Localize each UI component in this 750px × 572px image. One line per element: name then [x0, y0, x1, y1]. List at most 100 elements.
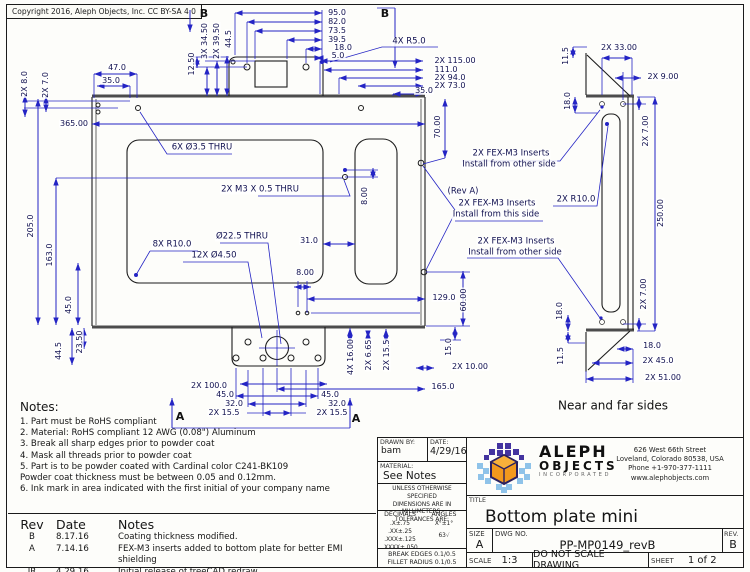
dim-label: 12.50: [186, 51, 197, 77]
dim-label: 23.50: [74, 329, 85, 355]
note-line: 4. Mask all threads prior to powder coat: [20, 450, 192, 461]
angles-value: X°±1°: [434, 520, 454, 527]
dim-label: 31.0: [299, 235, 319, 246]
dim-label: 2X 94.0: [433, 72, 467, 83]
material-cell: MATERIAL: See Notes: [377, 461, 466, 483]
break-edges-cell: BREAK EDGES 0.1/0.5 FILLET RADIUS 0.1/0.…: [377, 548, 466, 567]
dim-label: 129.0: [431, 292, 457, 303]
dim-label: 15.0: [443, 337, 454, 357]
no-scale-cell: DO NOT SCALE DRAWING: [532, 549, 648, 571]
spec-cell: UNLESS OTHERWISE SPECIFIED DIMENSIONS AR…: [377, 483, 466, 523]
date-cell: 8.17.16: [56, 532, 89, 542]
callout-fex-side: Install from other side: [461, 159, 557, 170]
front-view-holes: [95, 59, 428, 362]
dim-label: 39.5: [327, 34, 347, 45]
decimal-tol: .XX±.25: [388, 528, 412, 535]
dim-label: 3X 34.50: [199, 21, 210, 61]
dim-label: 11.5: [560, 46, 571, 66]
drawing-title: Bottom plate mini: [485, 507, 638, 527]
note-cell: Coating thickness modified.: [118, 532, 238, 542]
dim-label: 45.0: [215, 389, 235, 400]
dim-label: 2X 100.0: [189, 380, 229, 391]
company-line: OBJECTS: [539, 459, 618, 473]
tolerance-cell: DECIMALS .X±.75 .XX±.25 .XXX±.125 .XXXX±…: [377, 510, 466, 551]
fillet-radius-note: FILLET RADIUS 0.1/0.5: [387, 559, 457, 567]
revision-row: A 7.14.16 FEX-M3 inserts added to bottom…: [8, 544, 376, 567]
company-name: ALEPH OBJECTS INCORPORATED: [539, 444, 618, 478]
scale-label: SCALE: [469, 556, 492, 565]
rev-col-header: Rev: [20, 517, 44, 532]
dim-label: 18.0: [642, 340, 662, 351]
aleph-objects-logo: [477, 443, 531, 493]
surface-finish-icon: √: [445, 532, 450, 539]
rev-cell: REV. B: [722, 528, 743, 552]
dimension-lines: [22, 10, 658, 416]
dim-label: 8.00: [295, 267, 315, 278]
dim-label: 18.0: [562, 91, 573, 111]
callout-large-hole: Ø22.5 THRU: [214, 231, 270, 242]
revision-table-header: Rev Date Notes: [8, 517, 376, 532]
dim-label: 111.0: [433, 64, 459, 75]
size-value: A: [475, 538, 484, 551]
rev-cell: A: [29, 543, 35, 554]
dim-label: 2X 7.00: [640, 114, 651, 148]
section-label-a: A: [351, 412, 361, 426]
dim-label: 32.0: [327, 398, 347, 409]
dim-label: 82.0: [327, 16, 347, 27]
sheet-border: [6, 4, 744, 568]
dim-label: 18.0: [333, 42, 353, 53]
dim-label: 95.0: [327, 7, 347, 18]
callout-fex-side: Install from this side: [451, 209, 541, 220]
material-label: MATERIAL:: [380, 463, 414, 470]
dim-label: 2X 7.0: [40, 71, 51, 99]
notes-section: Notes: 1. Part must be RoHS compliant 2.…: [20, 400, 330, 495]
dim-label: 47.0: [107, 62, 127, 73]
angles-label: ANGLES: [431, 511, 457, 518]
dim-label: 45.0: [63, 295, 74, 315]
decimal-tol: .X±.75: [390, 520, 410, 527]
address-line: www.alephobjects.com: [630, 473, 710, 482]
dim-label: 11.5: [555, 346, 566, 366]
callout-6x-holes: 6X Ø3.5 THRU: [170, 142, 234, 153]
dim-label: 18.0: [554, 301, 565, 321]
scale-value: 1:3: [501, 554, 518, 566]
dim-label: 365.00: [59, 118, 89, 129]
dim-label: 2X 45.0: [641, 355, 675, 366]
dim-label: 165.0: [430, 381, 456, 392]
dim-label: 45.0: [320, 389, 340, 400]
break-edges-note: BREAK EDGES 0.1/0.5: [388, 551, 456, 558]
dim-label: 250.00: [655, 198, 666, 228]
copyright-note: Copyright 2016, Aleph Objects, Inc. CC B…: [6, 4, 202, 19]
sheet-value: 1 of 2: [687, 554, 717, 566]
spec-line: TOLERANCES ARE:: [395, 517, 449, 524]
revision-row: IR 4.29.16 Initial release of freeCAD re…: [8, 567, 376, 572]
note-line: 5. Part is to be powder coated with Card…: [20, 461, 289, 472]
address-line: Loveland, Colorado 80538, USA: [616, 455, 724, 464]
dim-label: 32.0: [224, 398, 244, 409]
dim-label: 35.0: [414, 85, 434, 96]
dim-label: 2X 7.00: [638, 277, 649, 311]
surface-finish-value: 63√: [438, 532, 450, 539]
note-cell: Initial release of freeCAD redraw: [118, 566, 258, 572]
sheet-cell: SHEET 1 of 2: [648, 552, 743, 567]
callout-fex-inserts: 2X FEX-M3 Inserts: [476, 236, 556, 247]
dim-label: 5.0: [330, 50, 346, 61]
callout-fex-inserts: 2X FEX-M3 Inserts: [457, 198, 537, 209]
dim-label: 2X 15.5: [207, 407, 241, 418]
decimals-label: DECIMALS: [384, 511, 416, 518]
size-cell: SIZE A: [466, 528, 492, 552]
note-line: 6. Ink mark in area indicated with the f…: [20, 484, 330, 495]
spec-line: DIMENSIONS ARE IN MILLIMETERS.: [392, 501, 452, 516]
title-cell: TITLE Bottom plate mini: [466, 495, 743, 528]
rev-value: B: [729, 538, 737, 551]
revision-row: B 8.17.16 Coating thickness modified.: [8, 532, 376, 544]
dim-label: 2X 10.00: [450, 361, 490, 372]
callout-rev-a: (Rev A): [446, 186, 480, 197]
section-arrows: [169, 7, 398, 429]
dim-label: 35.0: [101, 75, 121, 86]
dwg-no-cell: DWG NO. PP-MP0149_revB: [492, 528, 722, 552]
dim-label: 2X 73.0: [433, 80, 467, 91]
size-label: SIZE: [469, 530, 485, 538]
dim-label: 44.5: [53, 341, 64, 361]
front-view-outline: [91, 56, 426, 367]
